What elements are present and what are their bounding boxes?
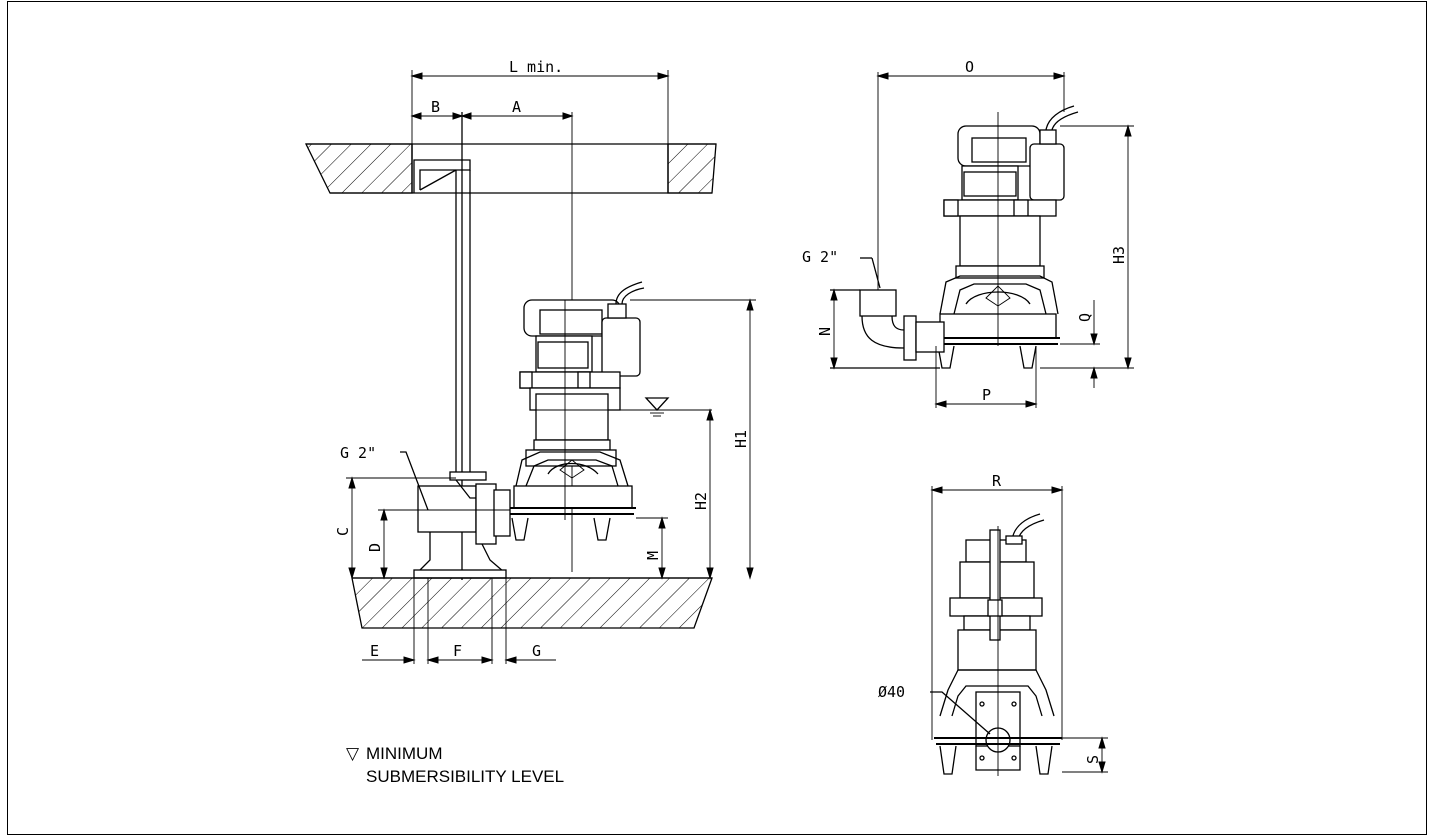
- legend-line1: MINIMUM: [366, 744, 443, 763]
- pump-front-view: O G 2": [802, 58, 1134, 408]
- pump-side-view: [508, 281, 645, 541]
- dimensions-c-d: C D: [334, 476, 510, 580]
- label-h2: H2: [692, 492, 710, 510]
- drawing-frame: [7, 1, 1427, 835]
- installation-view: L min. B A: [304, 58, 756, 664]
- label-h1: H1: [732, 430, 750, 448]
- label-h3: H3: [1110, 246, 1128, 264]
- dimension-l-min: L min.: [410, 58, 670, 144]
- label-s: S: [1084, 755, 1102, 764]
- label-g: G: [532, 642, 541, 660]
- min-water-level: [536, 397, 712, 417]
- label-dia40: Ø40: [878, 683, 905, 701]
- floor-slab: [351, 577, 713, 629]
- label-f: F: [453, 642, 462, 660]
- label-m: M: [644, 551, 662, 560]
- label-l-min: L min.: [509, 58, 563, 76]
- dimensions-h: H1 H2 M: [630, 298, 756, 580]
- legend: ▽ MINIMUM SUBMERSIBILITY LEVEL: [346, 742, 564, 788]
- label-e: E: [370, 642, 379, 660]
- water-level-symbol-icon: ▽: [346, 744, 360, 763]
- label-d: D: [366, 543, 384, 552]
- legend-line2: SUBMERSIBILITY LEVEL: [366, 767, 565, 786]
- label-n: N: [816, 327, 834, 336]
- label-o: O: [965, 58, 974, 76]
- discharge-foot-bend: G 2": [340, 444, 511, 579]
- label-g2-side: G 2": [340, 444, 376, 462]
- label-a: A: [512, 98, 521, 116]
- label-q: Q: [1076, 313, 1094, 322]
- label-c: C: [334, 527, 352, 536]
- label-b: B: [431, 98, 440, 116]
- ceiling-slab: [304, 143, 717, 194]
- label-p: P: [982, 386, 991, 404]
- dimensions-e-f-g: E F G: [362, 578, 556, 664]
- label-r: R: [992, 472, 1002, 490]
- pump-rear-view: R Ø40 S: [878, 472, 1108, 776]
- label-g2-top: G 2": [802, 248, 838, 266]
